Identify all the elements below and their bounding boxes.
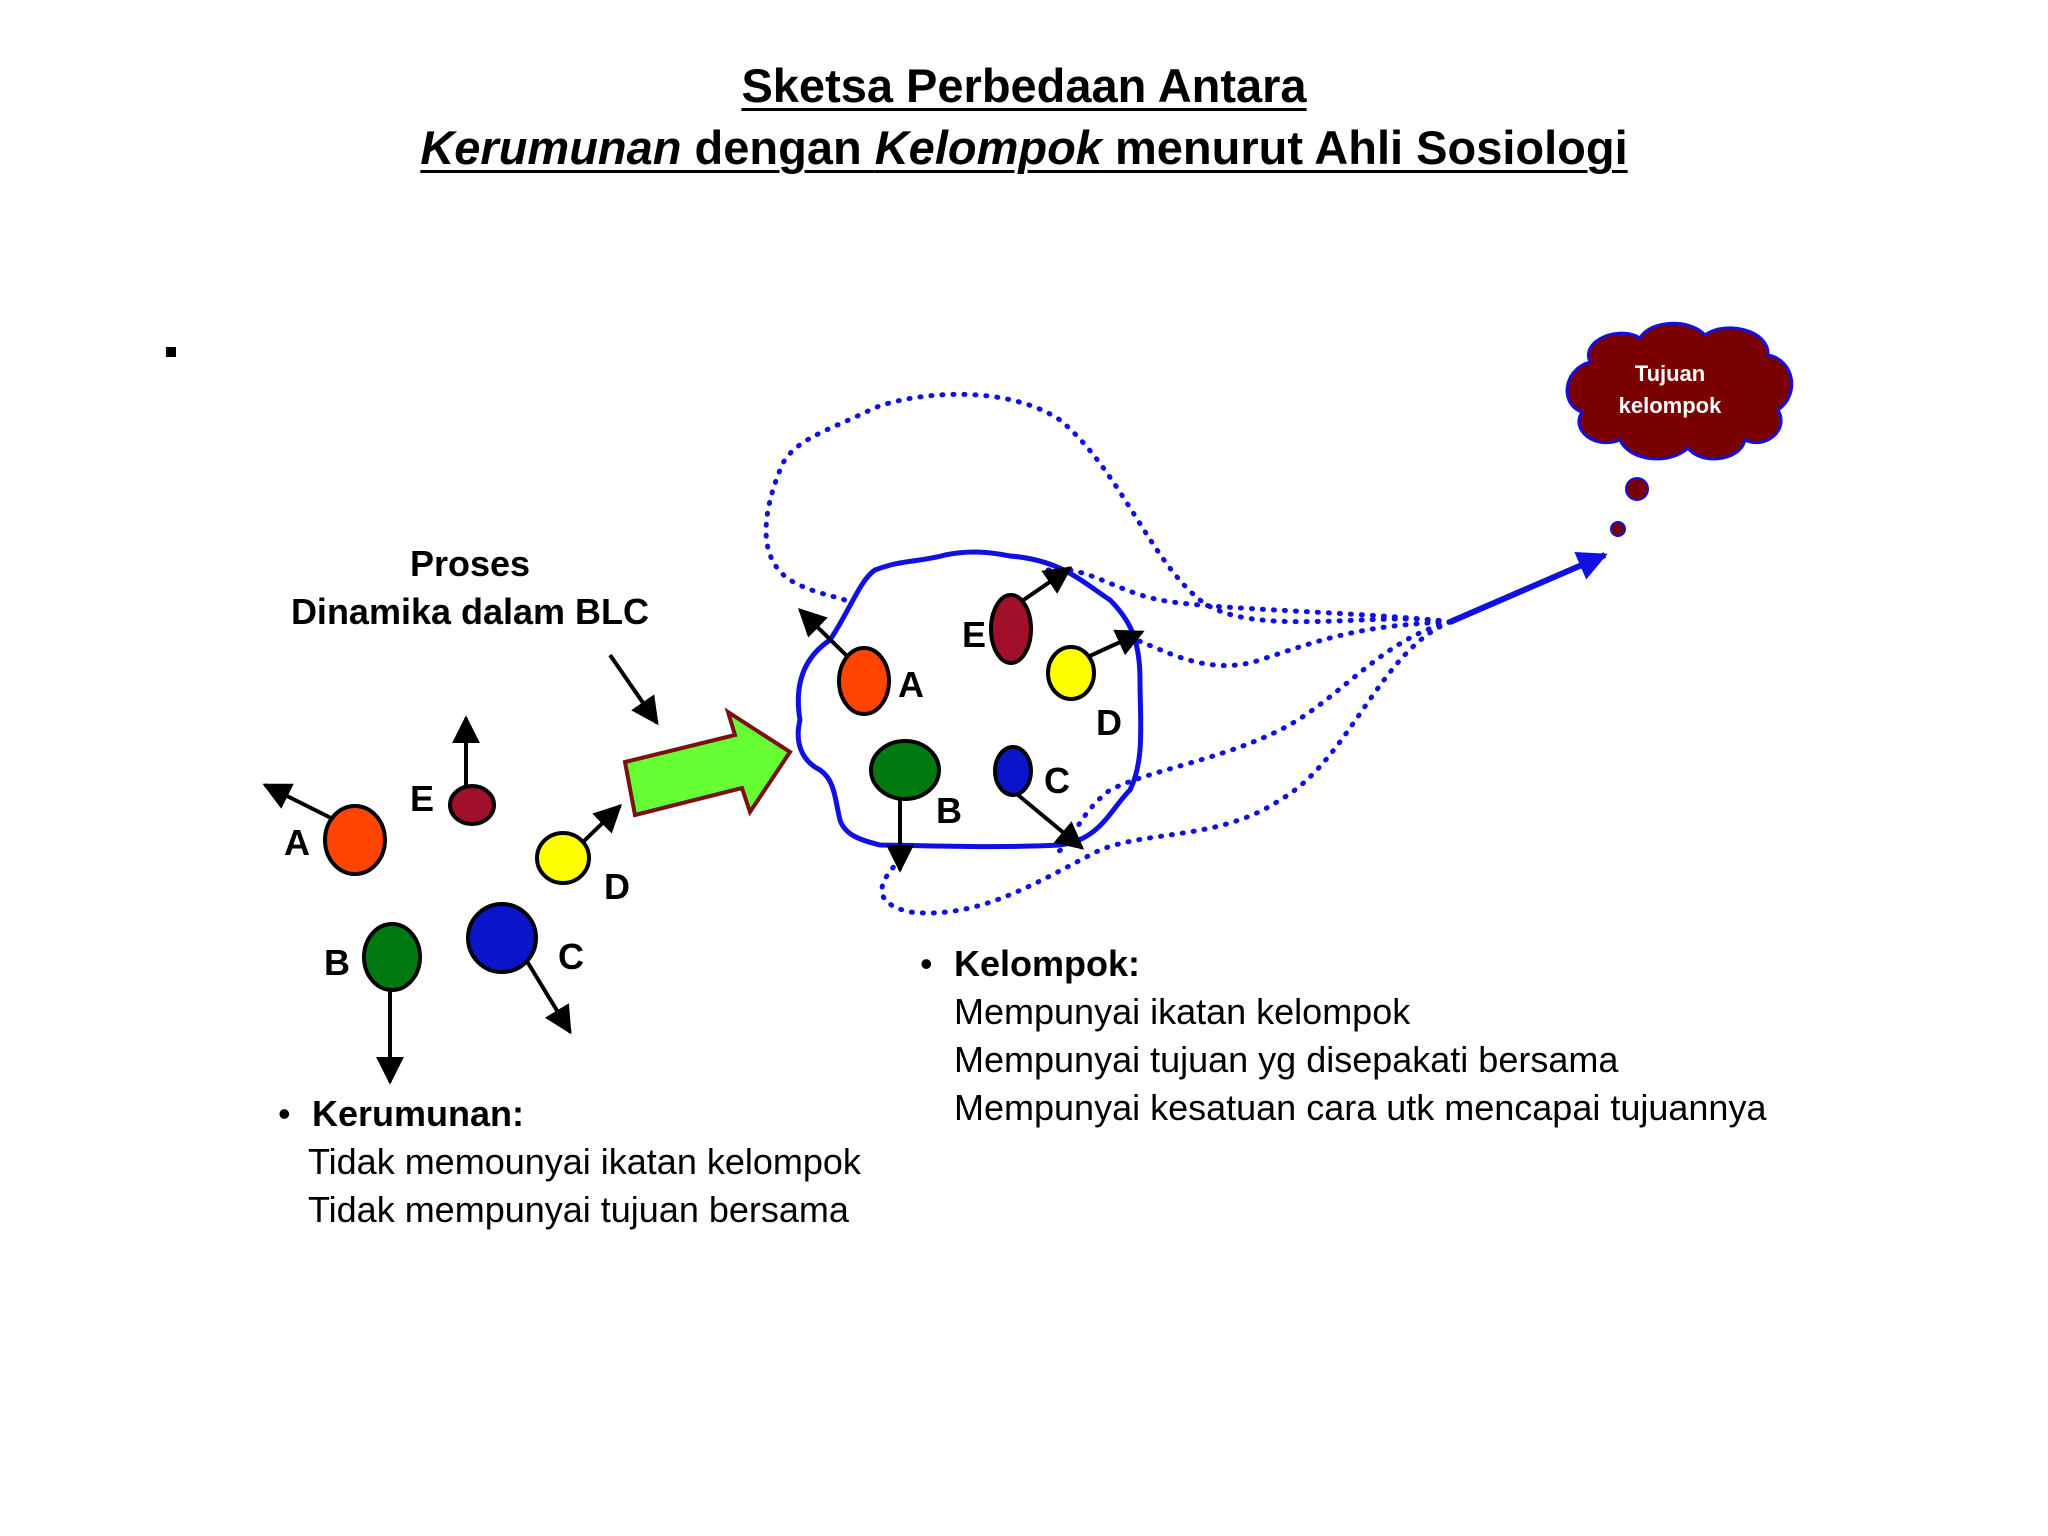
group-line-2: Mempunyai tujuan yg disepakati bersama	[954, 1039, 1619, 1080]
crowd-label-a: A	[284, 822, 310, 863]
group-heading-row: •Kelompok:	[920, 943, 1141, 984]
dotted-line-b	[879, 619, 1453, 916]
group-line-1: Mempunyai ikatan kelompok	[954, 991, 1411, 1032]
process-label-line1: Proses	[409, 543, 531, 584]
title-kelompok: Kelompok	[874, 121, 1102, 174]
crowd-arrow-a	[262, 783, 336, 822]
crowd-label-b: B	[324, 942, 350, 983]
group-label-b: B	[936, 790, 962, 831]
group-node-e	[989, 593, 1033, 665]
title-line-2: Kerumunan dengan Kelompok menurut Ahli S…	[0, 120, 2048, 175]
crowd-node-e	[448, 784, 496, 826]
crowd-node-b	[362, 922, 422, 992]
dotted-loop-top	[763, 391, 1453, 625]
goal-arrow	[1448, 551, 1608, 625]
group-node-b	[869, 739, 941, 801]
goal-text: Tujuan kelompok	[1590, 358, 1750, 422]
crowd-line-2: Tidak mempunyai tujuan bersama	[308, 1189, 849, 1230]
dotted-line-d	[1117, 619, 1453, 668]
title-dengan: dengan	[694, 121, 875, 174]
crowd-heading-row: •Kerumunan:	[278, 1093, 525, 1134]
group-node-c	[993, 745, 1033, 797]
title-kerumunan: Kerumunan	[420, 121, 695, 174]
crowd-label-d: D	[604, 866, 630, 907]
dotted-line-e	[1037, 566, 1453, 625]
thought-bubble-small	[1610, 521, 1626, 537]
process-label: Proses Dinamika dalam BLC	[250, 540, 690, 636]
thought-bubble-large	[1625, 477, 1649, 501]
crowd-arrows	[262, 715, 623, 1085]
crowd-node-d	[535, 831, 591, 885]
crowd-node-a	[323, 804, 387, 876]
crowd-description: •Kerumunan: Tidak memounyai ikatan kelom…	[278, 1090, 861, 1234]
group-description: •Kelompok: Mempunyai ikatan kelompok Mem…	[920, 940, 1766, 1132]
group-node-d	[1046, 645, 1096, 701]
group-line-3: Mempunyai kesatuan cara utk mencapai tuj…	[954, 1087, 1767, 1128]
crowd-heading: Kerumunan:	[312, 1093, 525, 1134]
stray-bullet-mark	[166, 347, 176, 357]
group-label-d: D	[1096, 702, 1122, 743]
group-heading: Kelompok:	[954, 943, 1141, 984]
process-label-line2: Dinamika dalam BLC	[290, 591, 650, 632]
group-label-c: C	[1044, 760, 1070, 801]
title-suffix: menurut Ahli Sosiologi	[1101, 121, 1628, 174]
goal-cloud-icon	[1565, 321, 1794, 461]
group-node-a	[837, 646, 891, 716]
group-arrow-a	[797, 608, 850, 659]
group-label-a: A	[898, 664, 924, 705]
crowd-arrow-d	[580, 804, 623, 845]
crowd-arrow-c	[523, 956, 572, 1035]
process-arrow-icon	[622, 707, 793, 818]
crowd-label-e: E	[410, 778, 435, 819]
group-boundary	[795, 549, 1144, 850]
crowd-line-1: Tidak memounyai ikatan kelompok	[308, 1141, 861, 1182]
group-label-e: E	[962, 614, 987, 655]
crowd-label-c: C	[558, 936, 584, 977]
title-line-1: Sketsa Perbedaan Antara	[741, 59, 1307, 112]
goal-text-line1: Tujuan	[1634, 361, 1706, 386]
goal-text-line2: kelompok	[1618, 393, 1722, 418]
crowd-node-c	[466, 902, 538, 974]
group-arrow-c	[1010, 788, 1085, 850]
process-pointer-arrow	[608, 653, 659, 726]
